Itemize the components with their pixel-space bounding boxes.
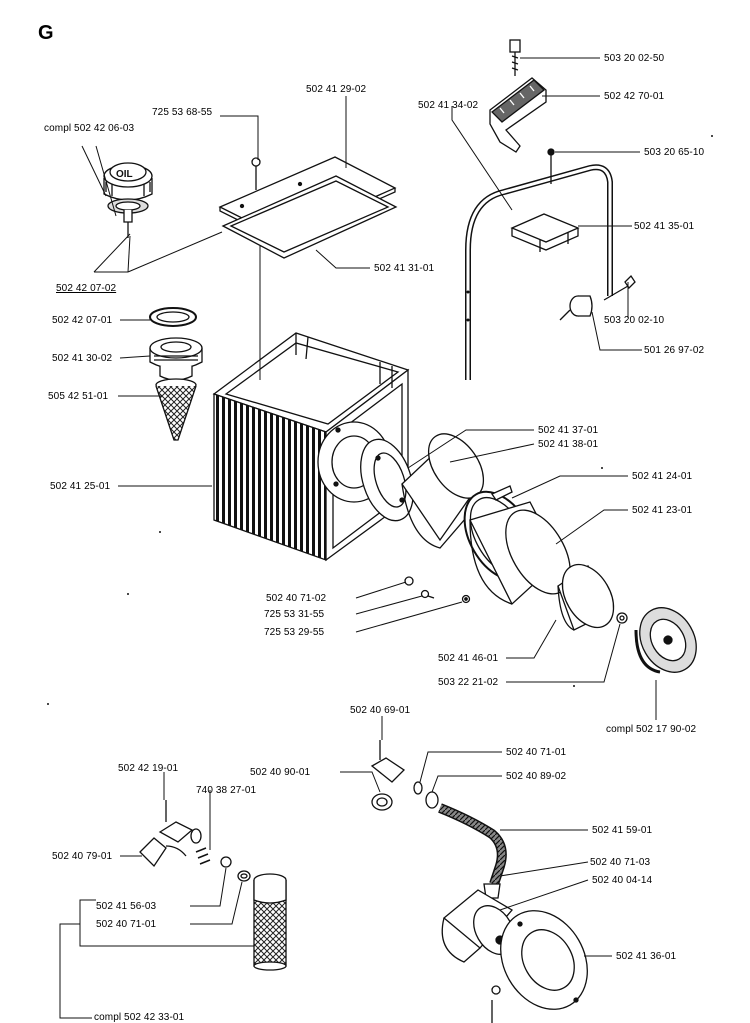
- label-725-53-68-55: 725 53 68-55: [152, 107, 213, 118]
- label-503-20-65-10: 503 20 65-10: [644, 147, 705, 158]
- label-505-42-51-01: 505 42 51-01: [48, 391, 109, 402]
- filler-adapter: [149, 337, 203, 381]
- bracket-screw: [547, 148, 555, 184]
- label-502-41-30-02: 502 41 30-02: [52, 353, 113, 364]
- label-503-22-21-02: 503 22 21-02: [438, 677, 499, 688]
- oil-filler-cap: OIL: [103, 162, 153, 238]
- label-503-20-02-50: 503 20 02-50: [604, 53, 665, 64]
- label-502-40-71-01-pump: 502 40 71-01: [96, 919, 157, 930]
- label-502-41-35-01: 502 41 35-01: [634, 221, 695, 232]
- oil-strainer: [155, 378, 197, 441]
- label-502-40-89-02: 502 40 89-02: [506, 771, 567, 782]
- label-502-41-36-01: 502 41 36-01: [616, 951, 677, 962]
- label-502-42-07-02: 502 42 07-02: [56, 283, 117, 294]
- label-502-42-07-01: 502 42 07-01: [52, 315, 113, 326]
- pump-spring: [195, 847, 211, 865]
- label-502-40-71-01: 502 40 71-01: [506, 747, 567, 758]
- label-725-53-31-55: 725 53 31-55: [264, 609, 325, 620]
- label-502-40-79-01: 502 40 79-01: [52, 851, 113, 862]
- label-502-41-23-01: 502 41 23-01: [632, 505, 693, 516]
- label-compl-502-42-06-03: compl 502 42 06-03: [44, 123, 135, 134]
- scan-specks: [47, 135, 713, 705]
- label-502-40-71-03: 502 40 71-03: [590, 857, 651, 868]
- throttle-grip: [489, 77, 547, 153]
- label-502-41-25-01: 502 41 25-01: [50, 481, 111, 492]
- pump-flange: [500, 910, 588, 1010]
- hex-nut: [616, 612, 628, 624]
- handle-bushing: [559, 295, 593, 321]
- hose-clamp-ring: [413, 781, 439, 809]
- label-compl-502-42-33-01: compl 502 42 33-01: [94, 1012, 185, 1023]
- label-502-42-70-01: 502 42 70-01: [604, 91, 665, 102]
- grip-screw: [509, 39, 521, 76]
- section-letter: G: [38, 22, 54, 44]
- label-502-41-31-01: 502 41 31-01: [374, 263, 435, 274]
- seal-washer: [149, 307, 197, 327]
- label-502-40-69-01: 502 40 69-01: [350, 705, 411, 716]
- filter-housing: [401, 433, 485, 549]
- label-501-26-97-02: 501 26 97-02: [644, 345, 705, 356]
- end-cover: [634, 607, 697, 674]
- label-502-41-38-01: 502 41 38-01: [538, 439, 599, 450]
- label-502-40-90-01: 502 40 90-01: [250, 767, 311, 778]
- label-502-41-34-02: 502 41 34-02: [418, 100, 479, 111]
- leader-lines: [59, 57, 657, 1019]
- label-502-41-24-01: 502 41 24-01: [632, 471, 693, 482]
- label-502-41-59-01: 502 41 59-01: [592, 825, 653, 836]
- plate-gasket: [221, 175, 398, 259]
- label-740-38-27-01: 740 38 27-01: [196, 785, 257, 796]
- label-502-42-19-01: 502 42 19-01: [118, 763, 179, 774]
- hose-end-fitting: [483, 883, 501, 899]
- filter-cup: [557, 563, 615, 631]
- pump-washers: [220, 856, 251, 882]
- label-725-53-29-55: 725 53 29-55: [264, 627, 325, 638]
- mounting-bracket: [510, 213, 580, 252]
- filter-sleeve: [469, 501, 571, 606]
- oil-hose: [438, 803, 507, 886]
- front-flange: [360, 438, 414, 522]
- label-compl-502-17-90-02: compl 502 17 90-02: [606, 724, 697, 735]
- label-502-40-71-02: 502 40 71-02: [266, 593, 327, 604]
- oil-cap-text: OIL: [116, 169, 133, 180]
- pump-fitting: [158, 800, 202, 844]
- pump-screw: [491, 985, 501, 1023]
- label-503-20-02-10: 503 20 02-10: [604, 315, 665, 326]
- plate-screw: [251, 157, 261, 190]
- hose-nipple: [370, 740, 406, 811]
- small-screws: [404, 576, 471, 604]
- label-502-41-37-01: 502 41 37-01: [538, 425, 599, 436]
- handle-bar: [465, 164, 613, 380]
- label-502-40-04-14: 502 40 04-14: [592, 875, 653, 886]
- pump-hose-cap: [139, 837, 187, 868]
- label-502-41-29-02: 502 41 29-02: [306, 84, 367, 95]
- label-502-41-56-03: 502 41 56-03: [96, 901, 157, 912]
- pump-filter-element: [253, 873, 287, 971]
- label-502-41-46-01: 502 41 46-01: [438, 653, 499, 664]
